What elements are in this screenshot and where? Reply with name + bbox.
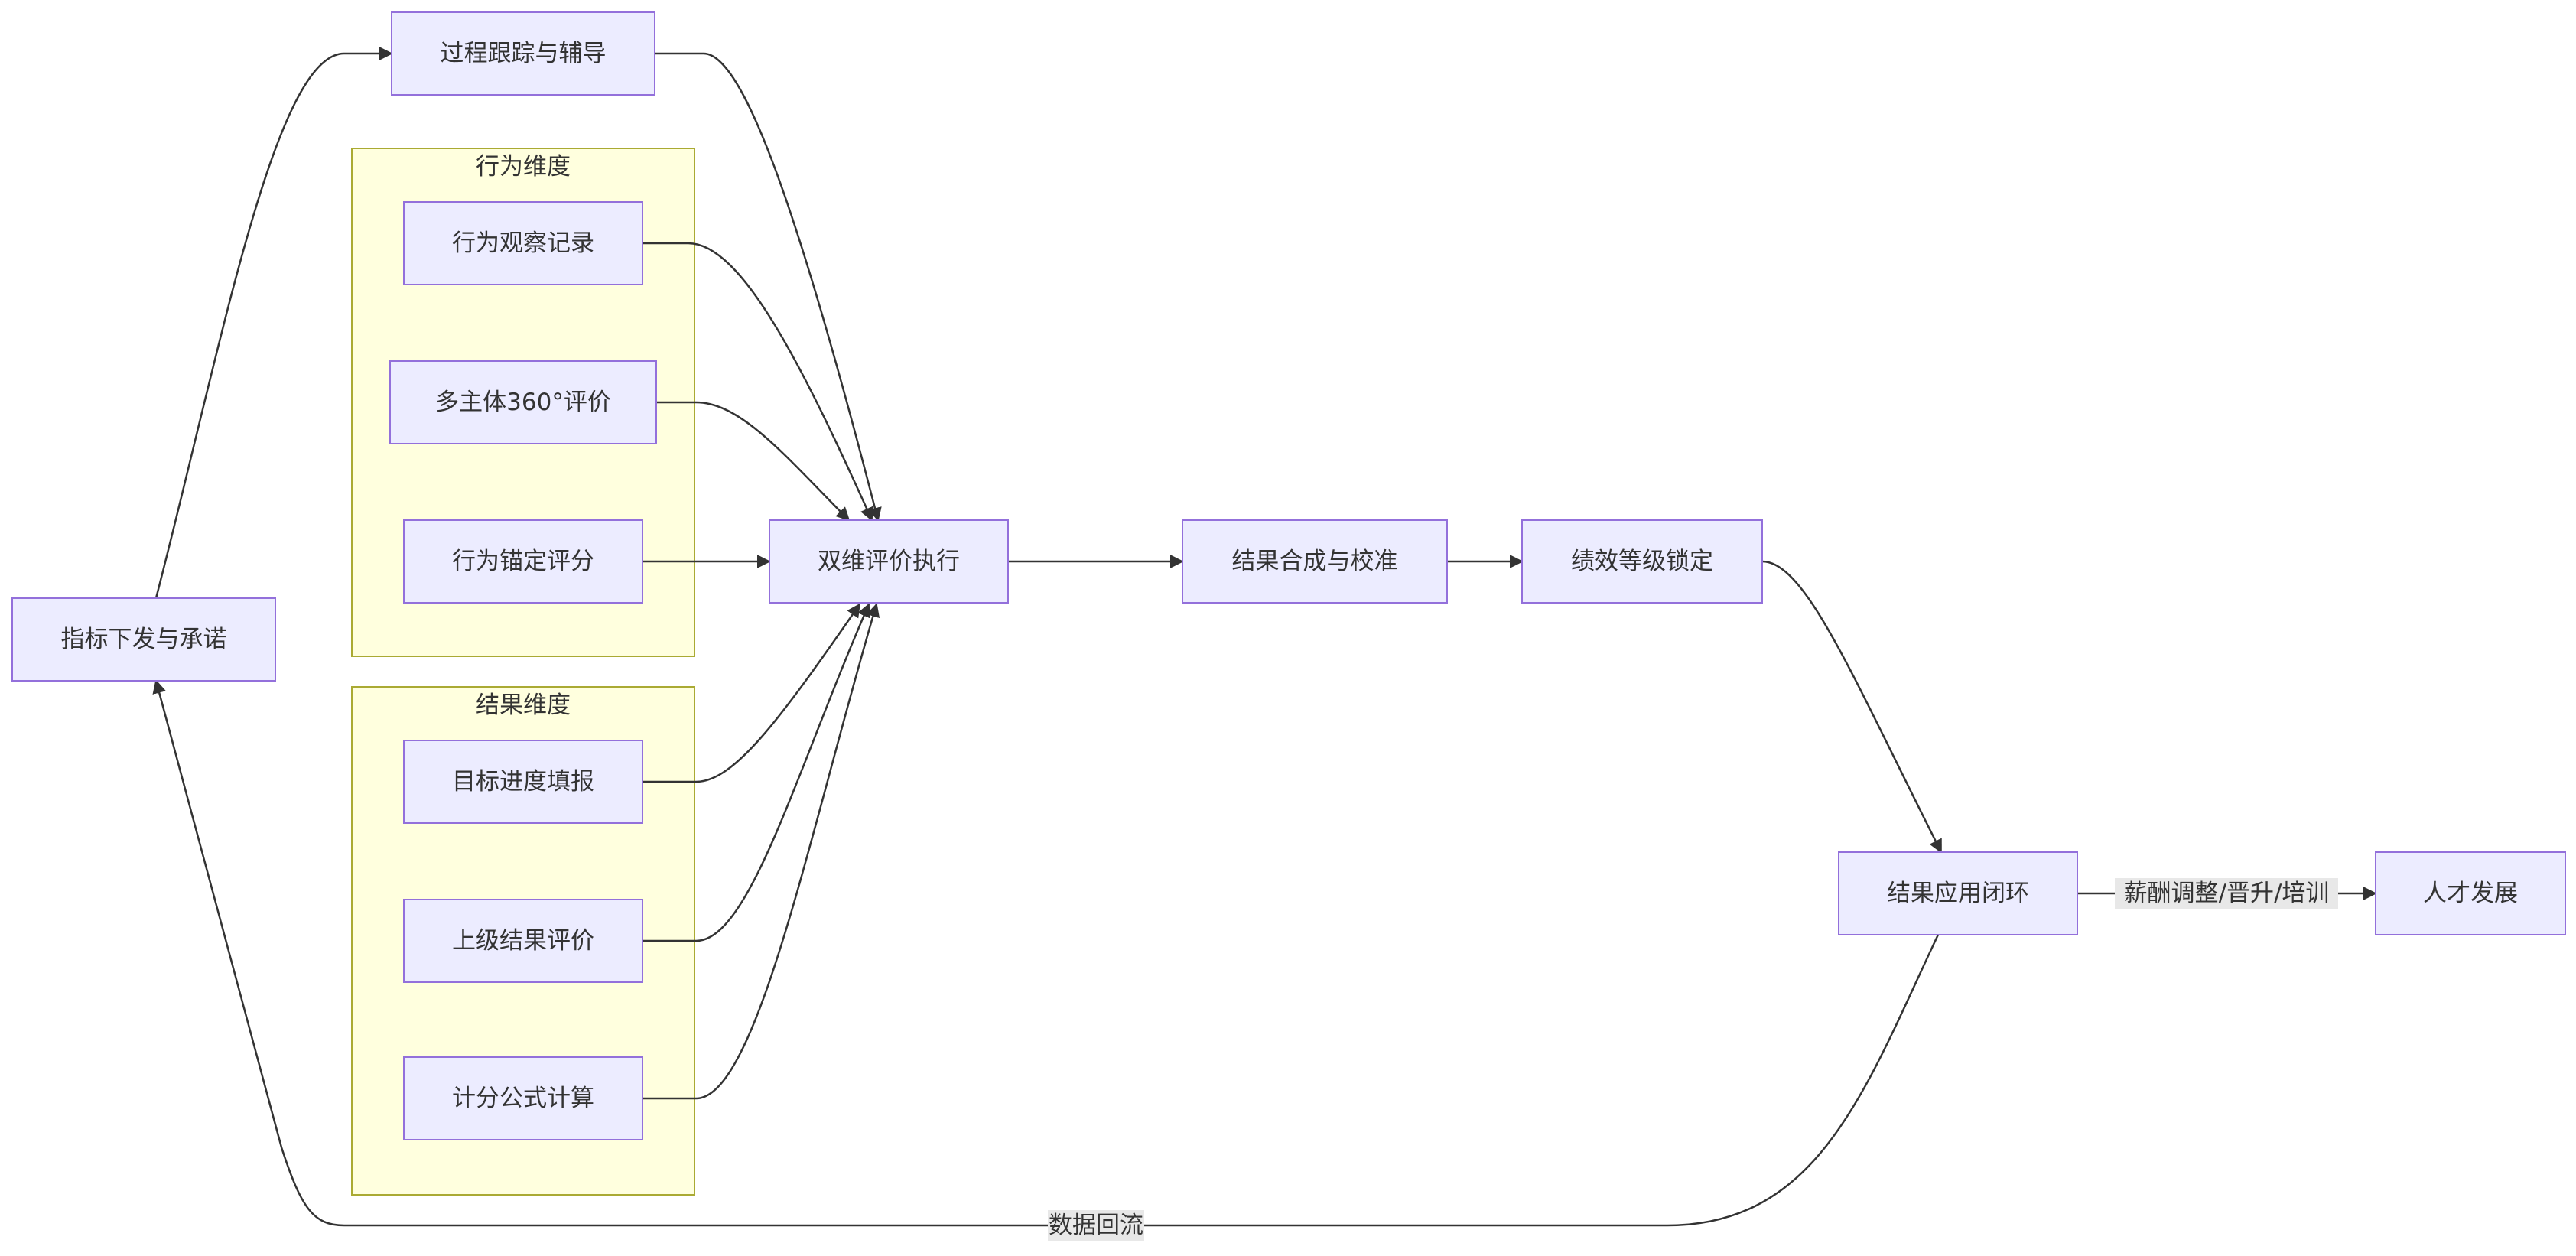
node-grade-lock[interactable]: 绩效等级锁定 — [1521, 519, 1763, 604]
svg-text:多主体360°评价: 多主体360°评价 — [435, 389, 611, 416]
cluster-behavior-label: 行为维度 — [476, 153, 571, 181]
node-multi360[interactable]: 多主体360°评价 — [389, 360, 657, 444]
edge-tracking-to-dual-exec — [655, 52, 882, 522]
svg-text:上级结果评价: 上级结果评价 — [452, 927, 594, 955]
edge-grade-lock-to-apply-loop — [1761, 560, 1943, 854]
svg-text:人才发展: 人才发展 — [2423, 880, 2518, 907]
node-tracking[interactable]: 过程跟踪与辅导 — [391, 11, 655, 96]
node-indicator[interactable]: 指标下发与承诺 — [11, 597, 276, 682]
svg-text:结果应用闭环: 结果应用闭环 — [1887, 880, 2029, 907]
svg-text:绩效等级锁定: 绩效等级锁定 — [1571, 548, 1713, 575]
node-superior[interactable]: 上级结果评价 — [403, 899, 643, 983]
edge-progress-to-dual-exec — [642, 603, 861, 783]
svg-text:结果合成与校准: 结果合成与校准 — [1232, 548, 1398, 575]
edge-360-to-dual-exec — [656, 401, 851, 522]
node-synthesis[interactable]: 结果合成与校准 — [1182, 519, 1448, 604]
edge-label-salary-bg — [2115, 878, 2338, 909]
node-anchor[interactable]: 行为锚定评分 — [403, 519, 643, 604]
svg-text:目标进度填报: 目标进度填报 — [452, 768, 594, 796]
edge-superior-to-dual-exec — [642, 603, 870, 942]
svg-text:指标下发与承诺: 指标下发与承诺 — [61, 626, 227, 653]
svg-text:计分公式计算: 计分公式计算 — [452, 1085, 594, 1112]
node-dual-exec[interactable]: 双维评价执行 — [769, 519, 1009, 604]
cluster-result-label: 结果维度 — [476, 691, 571, 719]
edge-label-feedback-bg — [1048, 1210, 1144, 1241]
edge-label-salary: 薪酬调整/晋升/培训 — [2115, 878, 2338, 909]
edge-indicator-to-tracking — [154, 47, 393, 599]
svg-text:双维评价执行: 双维评价执行 — [818, 548, 960, 575]
edge-label-feedback: 数据回流 — [1048, 1210, 1144, 1241]
node-apply-loop[interactable]: 结果应用闭环 — [1838, 851, 2078, 935]
node-talent[interactable]: 人才发展 — [2375, 851, 2566, 935]
edge-observe-to-dual-exec — [642, 242, 873, 522]
edge-apply-loop-to-indicator — [152, 679, 1940, 1227]
edge-formula-to-dual-exec — [642, 603, 880, 1100]
svg-text:行为锚定评分: 行为锚定评分 — [452, 548, 594, 575]
node-observe[interactable]: 行为观察记录 — [403, 201, 643, 285]
node-formula[interactable]: 计分公式计算 — [403, 1056, 643, 1140]
svg-text:行为观察记录: 行为观察记录 — [452, 229, 594, 257]
node-progress[interactable]: 目标进度填报 — [403, 740, 643, 824]
svg-text:过程跟踪与辅导: 过程跟踪与辅导 — [441, 40, 607, 67]
edge-label-feedback-text: 数据回流 — [1049, 1212, 1143, 1239]
edge-label-salary-text: 薪酬调整/晋升/培训 — [2124, 880, 2330, 907]
